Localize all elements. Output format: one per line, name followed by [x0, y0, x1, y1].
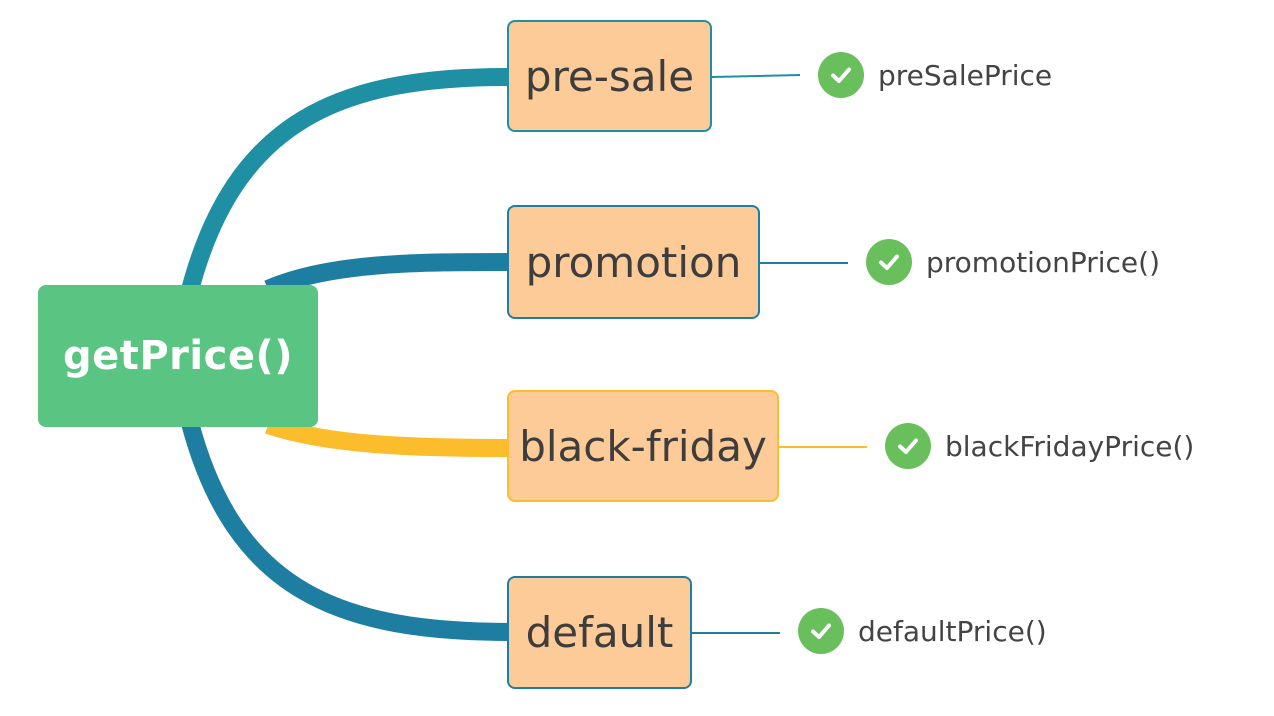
check-icon [798, 608, 844, 654]
branch-label: default [525, 608, 674, 657]
connector-promotion [264, 253, 513, 298]
leaf-default: defaultPrice() [798, 607, 1047, 655]
leaf-promotion: promotionPrice() [866, 238, 1160, 286]
leaf-label: preSalePrice [878, 58, 1053, 92]
connector-default [181, 420, 513, 641]
branch-label: promotion [525, 237, 742, 287]
root-label: getPrice() [62, 333, 294, 379]
branch-label: pre-sale [524, 51, 695, 101]
leaf-line-pre-sale [711, 74, 801, 78]
connector-pre-sale [181, 67, 513, 293]
check-icon [866, 239, 912, 285]
branch-node-default: default [507, 576, 692, 689]
check-icon [818, 52, 864, 98]
leaf-label: blackFridayPrice() [945, 429, 1195, 463]
leaf-label: promotionPrice() [926, 245, 1160, 279]
check-icon [885, 423, 931, 469]
connector-black-friday [265, 416, 513, 457]
leaf-black-friday: blackFridayPrice() [885, 422, 1194, 470]
branch-label: black-friday [519, 421, 767, 471]
leaf-label: defaultPrice() [858, 614, 1047, 648]
root-node: getPrice() [38, 285, 318, 427]
leaf-pre-sale: preSalePrice [818, 51, 1052, 99]
branch-node-pre-sale: pre-sale [507, 20, 712, 132]
branch-node-promotion: promotion [507, 205, 760, 319]
branch-node-black-friday: black-friday [507, 390, 779, 502]
